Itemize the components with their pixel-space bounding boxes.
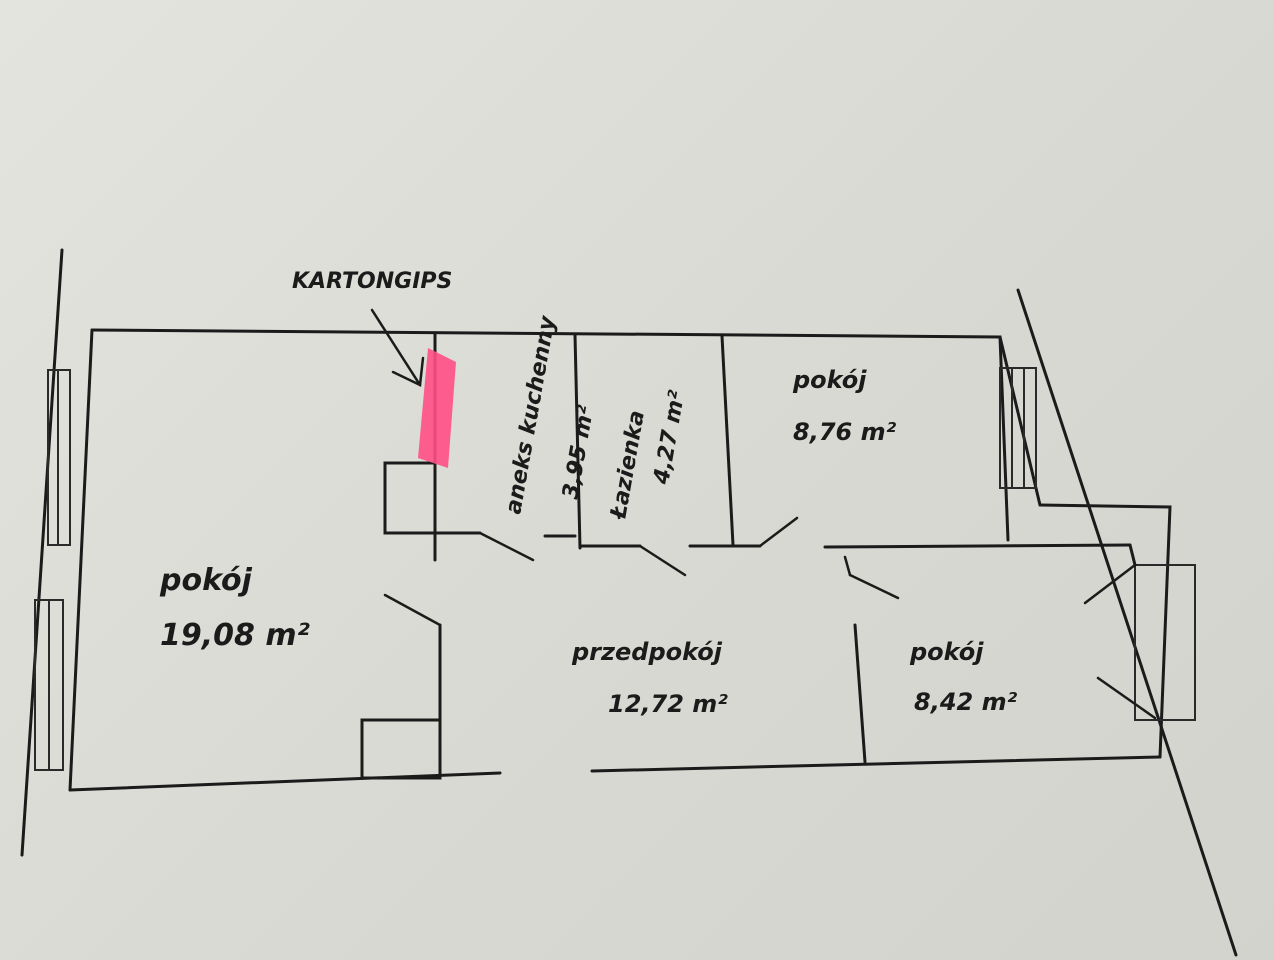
room-3-name: pokój <box>792 366 867 394</box>
door-swings <box>383 516 1157 720</box>
room-2-name: Łazienka <box>606 409 650 522</box>
plasterboard-highlight <box>418 348 456 468</box>
annotation-arrow <box>370 308 425 387</box>
room-2-area: 4,27 m² <box>649 388 690 487</box>
interior-walls <box>360 331 1137 780</box>
window-right <box>999 367 1037 489</box>
room-4-area: 12,72 m² <box>608 690 728 718</box>
room-0-name: pokój <box>159 563 253 598</box>
room-5-name: pokój <box>909 638 984 666</box>
room-4-name: przedpokój <box>571 638 723 666</box>
room-3-area: 8,76 m² <box>793 418 897 446</box>
room-5-area: 8,42 m² <box>914 688 1018 716</box>
balcony-door-right <box>1134 564 1196 721</box>
outer-walls <box>20 248 1238 957</box>
window-left-lower <box>34 599 64 771</box>
window-left-upper <box>47 369 71 546</box>
room-1-name: aneks kuchenny <box>501 313 561 516</box>
annotation-label: KARTONGIPS <box>292 269 452 294</box>
room-1-area: 3,95 m² <box>558 403 599 501</box>
room-0-area: 19,08 m² <box>160 618 310 653</box>
